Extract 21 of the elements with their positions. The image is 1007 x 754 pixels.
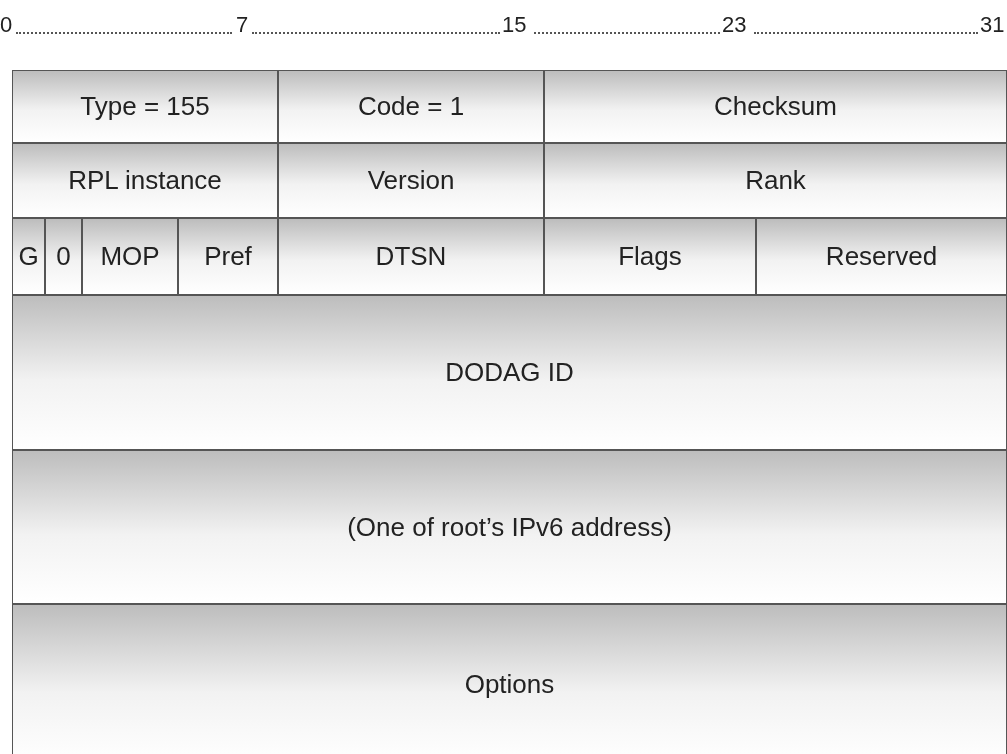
header-field-cell: Options [12, 604, 1007, 754]
bit-number: 15 [502, 12, 527, 38]
bit-number: 7 [236, 12, 249, 38]
header-field-cell: RPL instance [12, 143, 278, 218]
header-field-cell: Type = 155 [12, 70, 278, 143]
header-field-cell: DTSN [278, 218, 544, 295]
bit-number: 0 [0, 12, 13, 38]
bit-number: 31 [980, 12, 1005, 38]
header-field-cell: Flags [544, 218, 756, 295]
header-field-cell: Code = 1 [278, 70, 544, 143]
header-field-cell: Checksum [544, 70, 1007, 143]
header-field-cell: DODAG ID [12, 295, 1007, 450]
header-field-cell: Version [278, 143, 544, 218]
bit-number: 23 [722, 12, 747, 38]
header-field-cell: MOP [82, 218, 178, 295]
header-field-cell: (One of root’s IPv6 address) [12, 450, 1007, 604]
header-field-cell: 0 [45, 218, 82, 295]
header-field-cell: Reserved [756, 218, 1007, 295]
header-field-cell: Rank [544, 143, 1007, 218]
header-field-cell: G [12, 218, 45, 295]
header-field-cell: Pref [178, 218, 278, 295]
